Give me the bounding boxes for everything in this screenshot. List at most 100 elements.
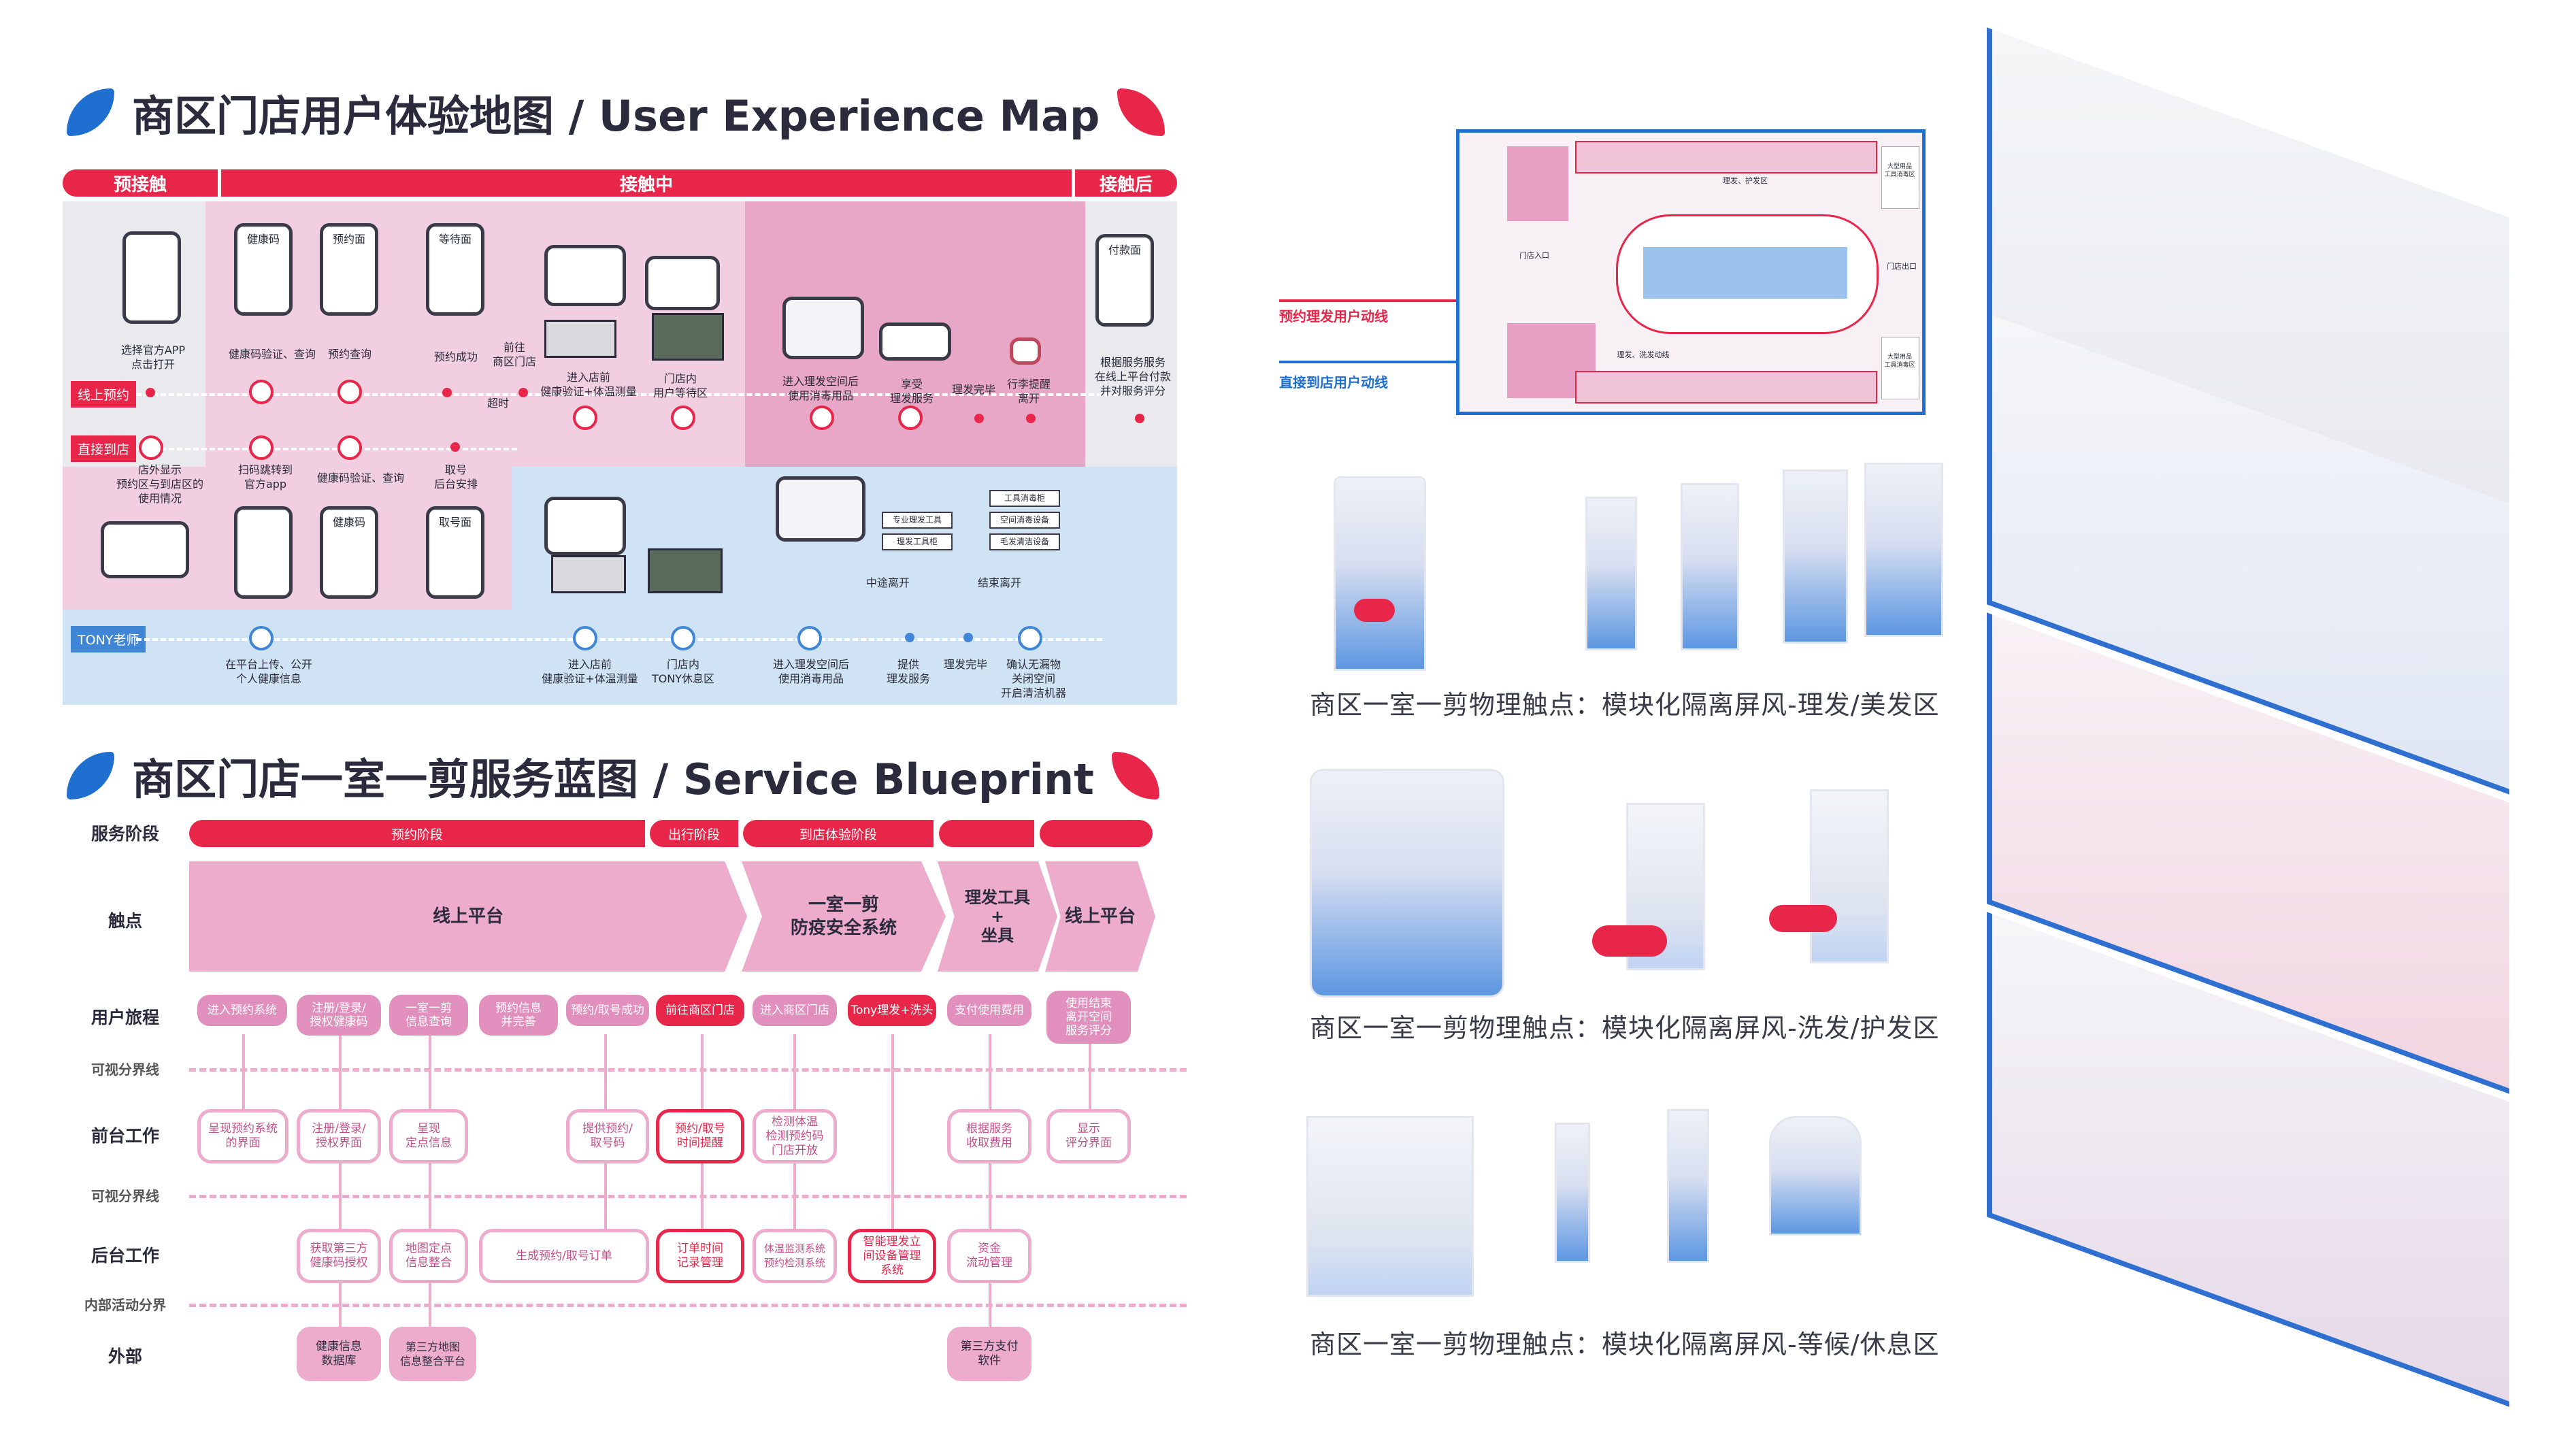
smile-node	[671, 406, 695, 430]
phone-scan-qr	[234, 506, 293, 599]
plan-sterile-label: 大型用品 工具消毒区	[1884, 163, 1915, 178]
link-line	[339, 1266, 342, 1327]
step-enjoy-service: 享受 理发服务	[889, 378, 934, 405]
lane-tag-walkin: 直接到店	[71, 435, 137, 462]
tony-confirm: 确认无漏物 关闭空间 开启清洁机器	[1000, 658, 1066, 699]
smile-node	[797, 626, 822, 650]
journey-dot	[450, 442, 460, 452]
link-line	[429, 1266, 431, 1327]
touchpoint-online-platform: 线上平台	[189, 861, 747, 972]
tony-journey-line	[136, 638, 1102, 641]
journey-step: 进入商区门店	[753, 995, 837, 1026]
leaf-logo-icon	[67, 752, 114, 799]
phase-in-contact: 接触中	[221, 169, 1072, 197]
plan-wash-area: 理发、洗发动线	[1617, 350, 1670, 359]
journey-step: 支付使用费用	[947, 995, 1031, 1026]
journey-dot	[974, 414, 984, 423]
plan-row	[1575, 371, 1877, 403]
screen-render	[1306, 1116, 1474, 1297]
tool-label: 毛发清洁设备	[989, 533, 1060, 550]
phone-health-qr	[544, 245, 626, 306]
journey-step: 前往商区门店	[656, 995, 744, 1026]
step-open-app: 选择官方APP 点击打开	[120, 344, 186, 371]
tony-haircut-done: 理发完毕	[943, 658, 987, 671]
step-haircut-done: 理发完毕	[951, 383, 995, 396]
row-label-internal-line: 内部活动分界	[84, 1297, 166, 1313]
waiting-area-photo	[652, 313, 724, 361]
thermometer-image	[544, 320, 616, 358]
row-label-touchpoint: 触点	[108, 911, 142, 931]
external-system: 健康信息 数据库	[297, 1327, 381, 1381]
visible-line	[189, 1068, 1187, 1072]
phone-booking: 预约面	[320, 223, 378, 316]
phone-app-icon	[122, 231, 181, 324]
screen-label: 付款面	[1108, 244, 1141, 257]
step-book-query: 预约查询	[327, 348, 371, 361]
step-health-check: 健康码验证、查询	[228, 348, 316, 361]
luggage-icon	[1010, 337, 1041, 365]
tony-disinfect: 进入理发空间后 使用消毒用品	[772, 658, 849, 685]
front-action: 呈现 定点信息	[389, 1109, 468, 1163]
journey-step: 进入预约系统	[197, 995, 287, 1026]
stage-service	[939, 820, 1034, 847]
step-overtime: 超时	[486, 397, 509, 410]
rest-area-photo	[648, 548, 723, 593]
phone-health-code: 健康码	[234, 223, 293, 316]
front-action: 注册/登录/ 授权界面	[297, 1109, 381, 1163]
screen-label: 预约面	[332, 233, 365, 246]
journey-dot	[1135, 414, 1144, 423]
step-disinfect: 进入理发空间后 使用消毒用品	[782, 375, 859, 402]
smile-node	[671, 626, 695, 650]
journey-step: 预约/取号成功	[566, 995, 649, 1026]
phone-take-number: 取号面	[426, 506, 484, 599]
row-label-back: 后台工作	[90, 1246, 159, 1266]
front-action: 预约/取号 时间提醒	[656, 1109, 744, 1163]
leaf-logo-icon	[1117, 88, 1166, 136]
screen-render	[1783, 469, 1848, 644]
gallery-caption-wait: 商区一室一剪物理触点：模块化隔离屏风-等候/休息区	[1310, 1329, 1940, 1359]
back-action: 生成预约/取号订单	[479, 1229, 649, 1283]
journey-dot	[963, 633, 973, 642]
smile-node	[139, 435, 163, 460]
touchpoint-online-platform-2: 线上平台	[1045, 861, 1155, 972]
step-store-show: 店外显示 预约区与到店区的 使用情况	[116, 463, 203, 505]
journey-dot	[146, 388, 155, 397]
online-journey-line	[136, 393, 1143, 396]
phone-tony-health	[544, 497, 626, 555]
disinfect-kit-image-2	[776, 476, 865, 542]
row-label-external: 外部	[108, 1346, 142, 1366]
external-system: 第三方支付 软件	[947, 1327, 1031, 1381]
tony-upload-health: 在平台上传、公开 个人健康信息	[225, 658, 312, 685]
phone-payment: 付款面	[1095, 234, 1154, 327]
journey-dot	[442, 388, 452, 397]
smile-node	[337, 380, 362, 404]
screen-render	[1310, 769, 1504, 997]
screen-label: 等待面	[438, 233, 472, 246]
leaf-logo-icon	[67, 88, 114, 136]
branch-end-leave: 结束离开	[977, 576, 1021, 589]
stage-travel: 出行阶段	[650, 820, 738, 847]
blueprint-title-row: 商区门店一室一剪服务蓝图 / Service Blueprint	[67, 745, 1159, 806]
stage-after	[1040, 820, 1153, 847]
chair-render	[1769, 905, 1837, 932]
lane-tag-online: 线上预约	[71, 381, 137, 408]
step-go-store: 前往 商区门店	[492, 341, 536, 368]
branch-mid-leave: 中途离开	[865, 576, 910, 589]
smile-node	[249, 380, 274, 404]
internal-line	[189, 1304, 1187, 1307]
tool-label: 理发工具柜	[882, 533, 953, 550]
legend-red: 预约理发用户动线	[1279, 308, 1388, 325]
phone-health-code-2: 健康码	[320, 506, 378, 599]
chair-render	[1354, 599, 1395, 622]
plan-exit: 门店出口	[1887, 262, 1917, 271]
floor-plan: 门店入口 门店出口 理发、护发区 理发、洗发动线 大型用品 工具消毒区 大型用品…	[1456, 129, 1926, 415]
screen-render	[1555, 1123, 1590, 1263]
link-line	[891, 1034, 894, 1232]
smile-node	[249, 435, 274, 460]
screen-render	[1769, 1116, 1862, 1236]
smile-node	[337, 435, 362, 460]
ux-map-title: 商区门店用户体验地图 / User Experience Map	[132, 91, 1100, 141]
tony-enter-store: 进入店前 健康验证+体温测量	[542, 658, 638, 685]
thermometer-image-2	[551, 555, 626, 593]
smile-node	[898, 406, 923, 430]
